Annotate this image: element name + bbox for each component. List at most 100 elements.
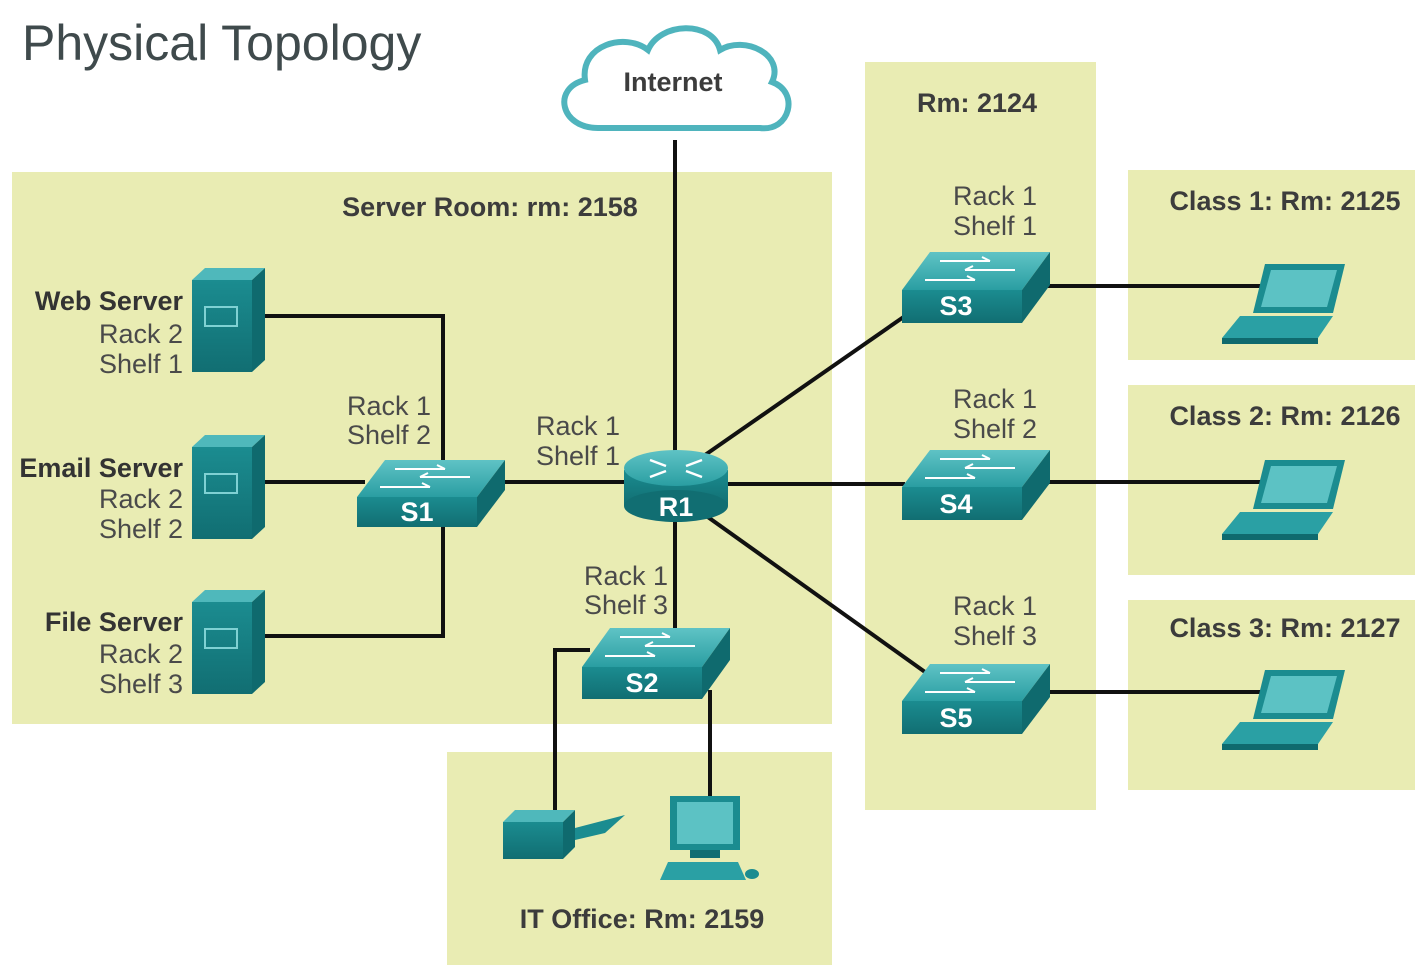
printer-tray	[575, 815, 625, 840]
s2-label: S2	[625, 668, 658, 698]
web-server: Web Server Rack 2 Shelf 1	[35, 268, 265, 379]
switch-arrows	[925, 454, 1015, 479]
switch-arrows	[380, 464, 470, 488]
s2-rack: Rack 1	[584, 561, 668, 591]
router-bottom	[624, 490, 728, 522]
email-server-shelf: Shelf 2	[99, 514, 183, 544]
server-slot	[204, 628, 238, 649]
internet-label: Internet	[623, 67, 722, 97]
server-room-label: Server Room: rm: 2158	[342, 192, 638, 222]
switch-side	[477, 460, 505, 527]
laptop-base	[1222, 744, 1318, 750]
r1-shelf: Shelf 1	[536, 441, 620, 471]
laptop-keyboard	[1222, 316, 1333, 338]
laptop-screen	[1261, 270, 1337, 307]
laptop-screen	[1261, 676, 1337, 713]
s4-label: S4	[939, 489, 972, 519]
s4-rack: Rack 1	[953, 384, 1037, 414]
server-slot	[204, 306, 238, 327]
switch-side	[1022, 450, 1050, 520]
s4-shelf: Shelf 2	[953, 414, 1037, 444]
switch-arrows	[605, 632, 695, 657]
link-s2-printer	[553, 648, 590, 818]
switch-arrows	[925, 668, 1015, 693]
switch-s4: S4 Rack 1 Shelf 2	[902, 384, 1050, 520]
internet-cloud: Internet	[561, 25, 792, 132]
switch-s3: S3 Rack 1 Shelf 1	[902, 181, 1050, 323]
link-r1-s3	[703, 314, 907, 457]
link-web-s1	[262, 314, 445, 480]
file-server-rack: Rack 2	[99, 639, 183, 669]
workstation	[660, 796, 759, 880]
printer-icon	[503, 822, 563, 859]
switch-front	[902, 487, 1022, 520]
class2-label: Class 2: Rm: 2126	[1169, 401, 1400, 431]
switch-front	[357, 497, 477, 527]
switch-side	[702, 628, 730, 699]
server-top	[192, 435, 265, 447]
s1-shelf: Shelf 2	[347, 420, 431, 450]
s5-rack: Rack 1	[953, 591, 1037, 621]
email-server-name: Email Server	[19, 453, 183, 483]
server-side	[252, 590, 265, 694]
switch-icon	[582, 628, 730, 667]
class3-label: Class 3: Rm: 2127	[1169, 613, 1400, 643]
page-title: Physical Topology	[22, 15, 421, 71]
printer-side	[563, 810, 575, 859]
switch-s1: S1 Rack 1 Shelf 2	[347, 391, 505, 527]
monitor-screen	[677, 802, 733, 844]
cloud-icon	[561, 25, 792, 132]
r1-rack: Rack 1	[536, 411, 620, 441]
links	[262, 140, 1262, 818]
it-office-label: IT Office: Rm: 2159	[520, 904, 765, 934]
s2-shelf: Shelf 3	[584, 590, 668, 620]
server-top	[192, 590, 265, 602]
file-server-name: File Server	[45, 607, 184, 637]
s3-rack: Rack 1	[953, 181, 1037, 211]
web-server-rack: Rack 2	[99, 319, 183, 349]
printer	[503, 810, 625, 859]
switch-front	[582, 667, 702, 699]
server-slot	[204, 473, 238, 494]
laptop-keyboard	[1222, 722, 1333, 744]
keyboard-icon	[660, 862, 746, 880]
switch-side	[1022, 252, 1050, 323]
laptop-base	[1222, 534, 1318, 540]
switch-s5: S5 Rack 1 Shelf 3	[902, 591, 1050, 734]
class3-laptop	[1222, 670, 1345, 750]
email-server-rack: Rack 2	[99, 484, 183, 514]
router-arrows	[649, 458, 703, 479]
router-icon	[624, 450, 728, 486]
server-side	[252, 268, 265, 372]
printer-top	[503, 810, 575, 822]
web-server-name: Web Server	[35, 286, 184, 316]
class2-laptop	[1222, 460, 1345, 540]
switch-front	[902, 290, 1022, 323]
class1-label: Class 1: Rm: 2125	[1169, 186, 1400, 216]
server-side	[252, 435, 265, 539]
switch-arrows	[925, 256, 1015, 281]
web-server-shelf: Shelf 1	[99, 349, 183, 379]
link-r1-s5	[703, 513, 927, 674]
mouse-icon	[745, 869, 759, 879]
switch-s2: S2 Rack 1 Shelf 3	[582, 561, 730, 699]
class1-laptop	[1222, 264, 1345, 344]
link-file-s1	[262, 520, 445, 638]
s5-shelf: Shelf 3	[953, 621, 1037, 651]
switch-front	[902, 701, 1022, 734]
s1-label: S1	[400, 497, 433, 527]
s3-label: S3	[939, 291, 972, 321]
switch-side	[1022, 664, 1050, 734]
email-server: Email Server Rack 2 Shelf 2	[19, 435, 265, 544]
s5-label: S5	[939, 703, 972, 733]
laptop-base	[1222, 338, 1318, 344]
rm-2124-label: Rm: 2124	[917, 88, 1037, 118]
server-top	[192, 268, 265, 280]
file-server-shelf: Shelf 3	[99, 669, 183, 699]
r1-label: R1	[659, 492, 694, 522]
s3-shelf: Shelf 1	[953, 211, 1037, 241]
laptop-screen	[1261, 466, 1337, 503]
s1-rack: Rack 1	[347, 391, 431, 421]
monitor-stand	[690, 850, 720, 858]
